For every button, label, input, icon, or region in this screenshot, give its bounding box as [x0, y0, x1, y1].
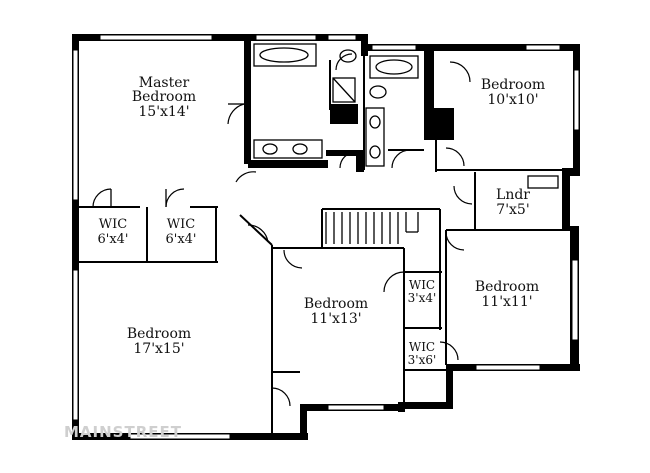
wic-center-2-size: 3'x6' — [408, 353, 437, 367]
master-bedroom-size: 15'x14' — [138, 104, 189, 120]
staircase — [325, 212, 419, 244]
bedroom-sw-size: 17'x15' — [133, 341, 184, 357]
bedroom-se-size: 11'x11' — [481, 294, 532, 310]
bedroom-se-name: Bedroom — [475, 279, 539, 295]
room-labels: Master Bedroom 15'x14' Bedroom 10'x10' L… — [97, 75, 545, 367]
laundry-size: 7'x5' — [496, 202, 529, 218]
doors — [92, 53, 473, 407]
wic-center-1-size: 3'x4' — [408, 291, 437, 305]
wic-center-2-name: WIC — [409, 340, 435, 354]
laundry-name: Lndr — [496, 187, 530, 203]
bedroom-ne-size: 10'x10' — [487, 92, 538, 108]
interior-walls — [79, 51, 575, 434]
windows — [72, 34, 580, 440]
bedroom-center-size: 11'x13' — [310, 311, 361, 327]
wic-left-name: WIC — [99, 217, 127, 232]
bedroom-sw-name: Bedroom — [127, 326, 191, 342]
wic-mid-size: 6'x4' — [165, 232, 196, 247]
master-bedroom-name-line1: Master — [139, 75, 190, 91]
bedroom-ne-name: Bedroom — [481, 77, 545, 93]
watermark-text: MAINSTREET — [64, 423, 182, 441]
bath-fixtures — [253, 43, 559, 189]
bedroom-center-name: Bedroom — [304, 296, 368, 312]
wic-left-size: 6'x4' — [97, 232, 128, 247]
wic-center-1-name: WIC — [409, 278, 435, 292]
master-bedroom-name-line2: Bedroom — [132, 89, 196, 105]
wic-mid-name: WIC — [167, 217, 195, 232]
